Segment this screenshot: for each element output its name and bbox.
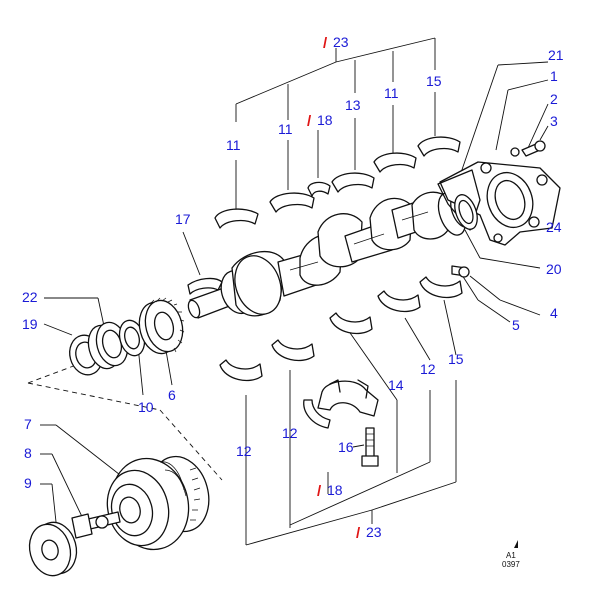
pulley-bolt	[71, 511, 121, 539]
callout-13: 13	[345, 97, 361, 113]
callout-15-a: 15	[426, 73, 442, 89]
callout-16: 16	[338, 439, 354, 455]
ref-mark-23-top: /	[323, 35, 328, 52]
crankshaft-pulley	[106, 455, 210, 551]
plug	[451, 265, 470, 278]
callout-3: 3	[550, 113, 558, 129]
callout-2: 2	[550, 91, 558, 107]
dashed-lines	[27, 326, 223, 481]
callout-12-a: 12	[236, 443, 252, 459]
reference-code-line2: 0397	[502, 560, 520, 569]
callout-7: 7	[24, 416, 32, 432]
callout-20: 20	[546, 261, 562, 277]
callout-5: 5	[512, 317, 520, 333]
leader-lines	[40, 37, 549, 546]
upper-bearing-shells	[214, 136, 461, 229]
reference-code: A1 0397	[502, 540, 520, 569]
callout-4: 4	[550, 305, 558, 321]
thrust-washers	[187, 277, 331, 429]
callout-23-a: 23	[333, 34, 349, 50]
rear-oil-seal	[454, 194, 478, 230]
reference-code-line1: A1	[506, 551, 516, 560]
callout-22: 22	[22, 289, 38, 305]
callout-18-b: 18	[327, 482, 343, 498]
callout-9: 9	[24, 475, 32, 491]
callout-24: 24	[546, 219, 562, 235]
callout-11-a: 11	[226, 137, 241, 153]
pulley-washer	[28, 521, 78, 577]
callout-6: 6	[168, 387, 176, 403]
ref-mark-18-top: /	[307, 113, 312, 130]
callout-1: 1	[550, 68, 558, 84]
callout-19: 19	[22, 316, 38, 332]
callout-12-b: 12	[282, 425, 298, 441]
main-bearing-cap	[317, 379, 379, 467]
callout-11-b: 11	[278, 121, 293, 137]
timing-gear	[138, 297, 185, 355]
callout-17: 17	[175, 211, 191, 227]
callout-8: 8	[24, 445, 32, 461]
ref-mark-23-bottom: /	[356, 525, 361, 542]
callout-15-b: 15	[448, 351, 464, 367]
callout-23-b: 23	[366, 524, 382, 540]
reference-triangle-icon	[514, 540, 518, 548]
callout-labels: 21 1 2 3 24 20 4 5 17 22 19 10 6 7 8 9 1…	[22, 34, 564, 542]
callout-21: 21	[548, 47, 564, 63]
callout-10: 10	[138, 399, 154, 415]
crankshaft	[187, 191, 474, 319]
ref-mark-18-bottom: /	[317, 483, 322, 500]
callout-11-c: 11	[384, 85, 399, 101]
lower-bearing-shells	[219, 276, 463, 382]
callout-12-c: 12	[420, 361, 436, 377]
callout-18-a: 18	[317, 112, 333, 128]
callout-14: 14	[388, 377, 404, 393]
